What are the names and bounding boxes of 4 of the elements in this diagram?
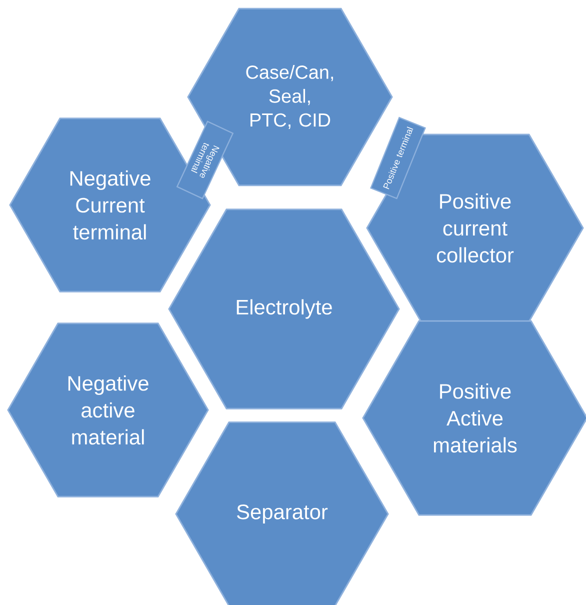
hexagon: Electrolyte [168,208,400,410]
hexagon: Negative active material [7,322,209,498]
hexagon: Positive Active materials [362,320,586,516]
hexagon: Separator [175,421,389,605]
